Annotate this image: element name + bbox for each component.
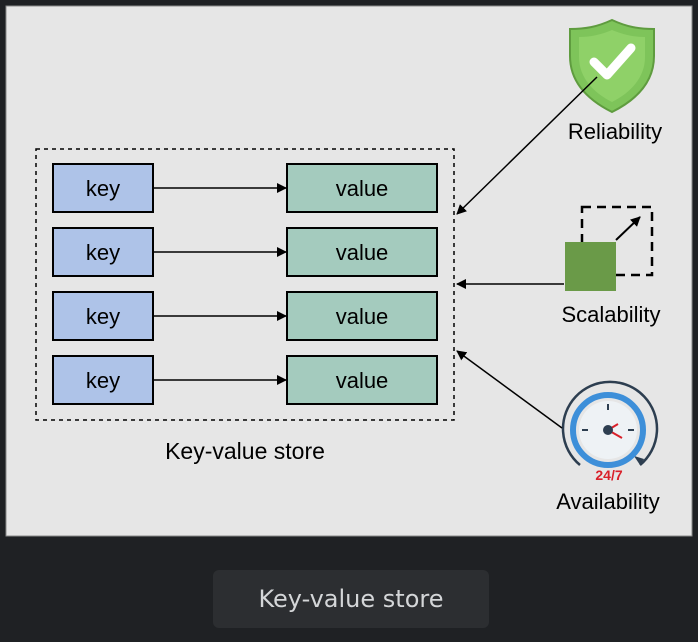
availability-badge: 24/7 [595,467,622,483]
shield-check-icon [569,18,655,114]
scalability-label: Scalability [561,302,660,327]
clock-24-7-icon [561,380,659,468]
store-label: Key-value store [165,438,325,464]
value-label: value [336,304,389,329]
caption-button[interactable]: Key-value store [213,570,489,628]
key-label: key [86,240,120,265]
kv-row: key value [52,163,438,213]
value-label: value [336,176,389,201]
value-label: value [336,240,389,265]
value-box [286,291,438,341]
availability-arrow [456,350,563,429]
kv-row: key value [52,355,438,405]
scale-up-icon [565,205,654,291]
availability-label: Availability [556,489,660,514]
store-container [35,148,455,421]
value-box [286,163,438,213]
kv-row: key value [52,291,438,341]
value-box [286,355,438,405]
key-box [52,163,154,213]
reliability-label: Reliability [568,119,662,144]
key-label: key [86,176,120,201]
value-label: value [336,368,389,393]
key-label: key [86,368,120,393]
key-box [52,291,154,341]
key-label: key [86,304,120,329]
kv-row: key value [52,227,438,277]
value-box [286,227,438,277]
reliability-arrow [456,76,598,215]
